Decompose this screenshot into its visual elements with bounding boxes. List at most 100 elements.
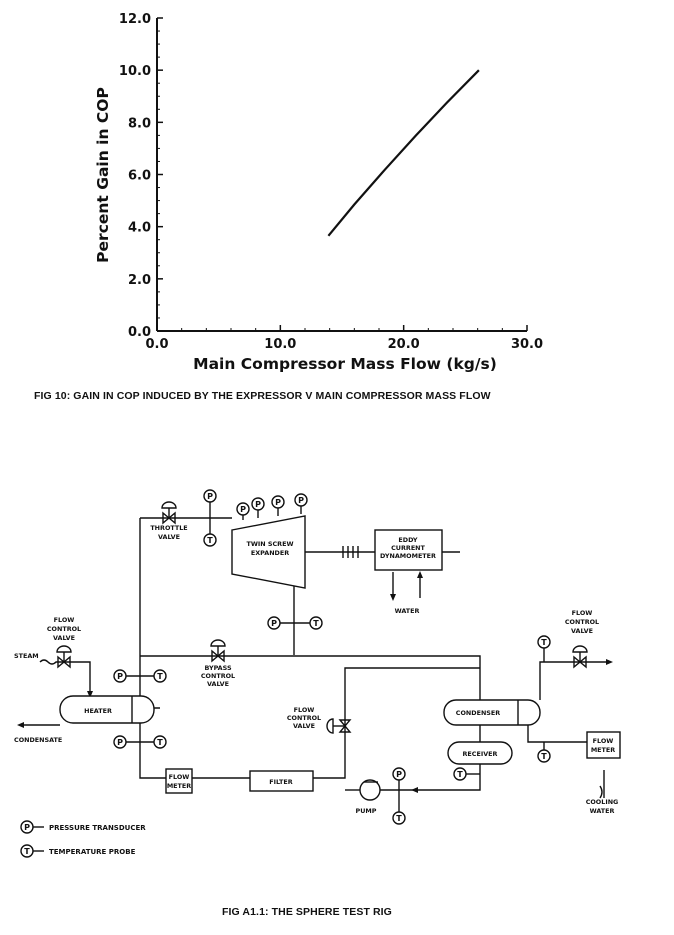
receiver-label: RECEIVER [463,750,498,758]
temperature-symbol: T [207,536,213,545]
filter: FILTER [249,770,314,792]
flow-control-valve-label: VALVE [293,722,315,730]
temperature-symbol: T [24,847,30,856]
pressure-symbol: P [396,770,402,779]
temperature-probe [537,635,551,649]
flow-control-valve-label: FLOW [54,616,75,624]
pressure-transducer [271,495,285,509]
flow-meter-label: FLOW [593,737,614,745]
temperature-probe [153,669,167,683]
pump: PUMP [356,779,381,815]
receiver: RECEIVER [447,741,513,765]
flow-control-valve-label: VALVE [571,627,593,635]
flow-meter-label: METER [167,782,191,790]
temperature-symbol: T [313,619,319,628]
temperature-symbol: T [157,738,163,747]
flow-control-valve-label: CONTROL [47,625,81,633]
flow-meter-right: FLOW METER [586,731,621,759]
x-axis-label: Main Compressor Mass Flow (kg/s) [193,355,497,373]
x-tick-label: 0.0 [145,337,168,352]
dynamometer-label: DYNAMOMETER [380,552,436,560]
legend-pressure: PRESSURE TRANSDUCER [49,824,146,832]
throttle-valve-label: THROTTLE [150,524,187,532]
temperature-symbol: T [157,672,163,681]
y-tick-label: 12.0 [119,12,151,27]
expander-label: EXPANDER [251,549,289,557]
temperature-symbol: T [396,814,402,823]
water-label: WATER [395,607,420,615]
x-tick-label: 20.0 [388,337,420,352]
cooling-water-label: WATER [590,807,615,815]
pressure-symbol: P [271,619,277,628]
heater-label: HEATER [84,707,112,715]
legend-temperature: TEMPERATURE PROBE [49,848,136,856]
y-tick-label: 8.0 [128,116,151,131]
y-tick-label: 0.0 [128,325,151,340]
flow-control-valve-label: FLOW [294,706,315,714]
pressure-symbol: P [240,505,246,514]
dynamometer-label: EDDY [398,536,418,544]
expander: TWIN SCREW EXPANDER [231,515,306,589]
condensate-label: CONDENSATE [14,736,62,744]
temperature-symbol: T [541,752,547,761]
expander-label: TWIN SCREW [247,540,294,548]
test-rig-diagram: TWIN SCREW EXPANDER EDDY CURRENT DYNAMOM… [14,489,621,858]
pipework [17,501,613,812]
temperature-probe [153,735,167,749]
pressure-transducer [113,669,127,683]
pressure-transducer [203,489,217,503]
pressure-symbol: P [117,672,123,681]
flow-control-valve-label: CONTROL [287,714,321,722]
dynamometer-label: CURRENT [391,544,425,552]
x-tick-label: 30.0 [511,337,543,352]
y-axis-label: Percent Gain in COP [94,87,112,263]
flow-meter-label: FLOW [169,773,190,781]
x-tick-label: 10.0 [264,337,296,352]
throttle-valve-label: VALVE [158,533,180,541]
flow-control-valve-label: CONTROL [565,618,599,626]
condenser: CONDENSER [443,699,541,726]
pressure-transducer [267,616,281,630]
filter-label: FILTER [269,778,292,786]
pressure-symbol: P [117,738,123,747]
diagram-labels: THROTTLE VALVE FLOW CONTROL VALVE STEAM … [14,524,618,815]
temperature-probe [537,749,551,763]
flow-meter-label: METER [591,746,615,754]
temperature-symbol: T [541,638,547,647]
pressure-transducer [113,735,127,749]
pressure-symbol: P [298,496,304,505]
dynamometer: EDDY CURRENT DYNAMOMETER [374,529,443,571]
pressure-symbol: P [255,500,261,509]
temperature-probe [453,767,467,781]
series-line [327,69,480,237]
pump-label: PUMP [356,807,377,815]
bypass-valve-label: CONTROL [201,672,235,680]
temperature-probe [203,533,217,547]
figa11-caption: FIG A1.1: THE SPHERE TEST RIG [222,906,392,918]
temperature-symbol: T [457,770,463,779]
bypass-valve-label: BYPASS [204,664,232,672]
flow-meter-left: FLOW METER [165,768,193,794]
pressure-transducer [392,767,406,781]
flow-control-valve-label: FLOW [572,609,593,617]
pressure-transducer [251,497,265,511]
y-tick-label: 2.0 [128,273,151,288]
chart-series [327,69,480,237]
pressure-transducer [294,493,308,507]
temperature-probe [392,811,406,825]
pressure-transducer [236,502,250,516]
chart-axes [156,18,527,332]
fig10-caption: FIG 10: GAIN IN COP INDUCED BY THE EXPRE… [34,390,491,402]
y-tick-label: 6.0 [128,169,151,184]
temperature-probe [309,616,323,630]
y-tick-label: 4.0 [128,221,151,236]
bypass-valve-label: VALVE [207,680,229,688]
legend: P PRESSURE TRANSDUCER T TEMPERATURE PROB… [20,820,146,858]
steam-label: STEAM [14,652,39,660]
flow-control-valve-label: VALVE [53,634,75,642]
pressure-symbol: P [275,498,281,507]
condenser-label: CONDENSER [456,709,500,717]
